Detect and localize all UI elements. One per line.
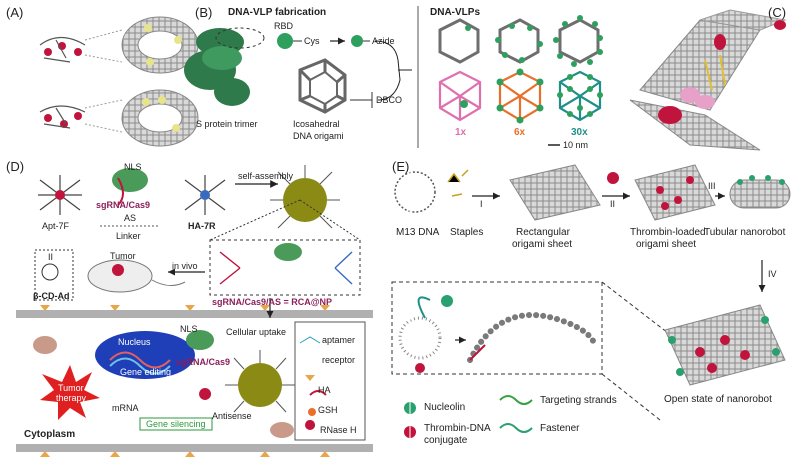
fabrication-title: DNA-VLP fabrication bbox=[228, 7, 327, 18]
ha-label: HA-7R bbox=[188, 221, 216, 231]
nls-label-top: NLS bbox=[124, 162, 142, 172]
nucleus-label: Nucleus bbox=[118, 337, 151, 347]
tubular-label: Tubular nanorobot bbox=[704, 227, 786, 238]
panel-a-label: (A) bbox=[6, 5, 24, 20]
open-state-label: Open state of nanorobot bbox=[664, 394, 772, 405]
staples-label: Staples bbox=[450, 227, 484, 238]
legend-thrombin-dna-2: conjugate bbox=[424, 435, 468, 446]
gene-silencing-label: Gene silencing bbox=[146, 419, 206, 429]
m13-label: M13 DNA bbox=[396, 227, 440, 238]
vlp-1x-label: 1x bbox=[455, 127, 467, 138]
tumor-label: Tumor bbox=[110, 251, 136, 261]
antisense-label: Antisense bbox=[212, 411, 252, 421]
rect-label-1: Rectangular bbox=[516, 227, 570, 238]
cellular-uptake-label: Cellular uptake bbox=[226, 327, 287, 337]
panel-c-label: (C) bbox=[768, 5, 787, 20]
step-i-label: I bbox=[480, 199, 483, 209]
legend-receptor: receptor bbox=[322, 355, 356, 365]
panel-d-label: (D) bbox=[6, 159, 25, 174]
legend-nucleolin: Nucleolin bbox=[424, 402, 466, 413]
vlp-6x-label: 6x bbox=[514, 127, 526, 138]
panel-a-graphic bbox=[39, 16, 199, 147]
linker-label: Linker bbox=[116, 231, 141, 241]
vlp-30x-label: 30x bbox=[571, 127, 588, 138]
step-iv-label: IV bbox=[768, 269, 777, 279]
in-vivo-label: in vivo bbox=[172, 261, 198, 271]
gene-editing-label: Gene editing bbox=[120, 367, 172, 377]
cd-ad-label: β-CD-Ad bbox=[33, 291, 70, 301]
as-label: AS bbox=[124, 213, 137, 223]
panel-e-label: (E) bbox=[392, 159, 410, 174]
sgrna-cas9-cell-label: sgRNA/Cas9 bbox=[176, 357, 231, 367]
legend-gsh: GSH bbox=[318, 405, 338, 415]
legend-aptamer: aptamer bbox=[322, 335, 356, 345]
legend-rnase: RNase H bbox=[320, 425, 357, 435]
panel-e-graphic bbox=[391, 164, 791, 438]
azide-label: Azide bbox=[372, 36, 395, 46]
panel-b-label: (B) bbox=[195, 5, 213, 20]
panel-d-graphic bbox=[16, 165, 373, 457]
legend-thrombin-dna-1: Thrombin-DNA bbox=[424, 423, 491, 434]
panel-c-graphic bbox=[629, 9, 787, 151]
mrna-label: mRNA bbox=[112, 403, 139, 413]
nls-label-cell: NLS bbox=[180, 324, 198, 334]
tumor-therapy-label-1: Tumor bbox=[58, 383, 84, 393]
legend-fastener: Fastener bbox=[540, 423, 580, 434]
legend-ha: HA bbox=[318, 385, 331, 395]
vlps-title: DNA-VLPs bbox=[430, 7, 481, 18]
step-iii-label: III bbox=[708, 181, 716, 191]
apt-label: Apt-7F bbox=[42, 221, 70, 231]
cytoplasm-label: Cytoplasm bbox=[24, 429, 76, 440]
panel-b-graphic bbox=[184, 6, 603, 148]
step-ii-label: II bbox=[610, 199, 616, 209]
thrombin-sheet-label-2: origami sheet bbox=[636, 239, 697, 250]
dbco-label: DBCO bbox=[376, 95, 403, 105]
tumor-therapy-label-2: therapy bbox=[56, 393, 87, 403]
cys-label: Cys bbox=[304, 36, 320, 46]
self-assembly-label: self-assembly bbox=[238, 171, 294, 181]
scale-bar-label: 10 nm bbox=[563, 140, 589, 150]
thrombin-sheet-label-1: Thrombin-loaded bbox=[630, 227, 706, 238]
rbd-label: RBD bbox=[274, 21, 294, 31]
legend-targeting: Targeting strands bbox=[540, 395, 617, 406]
rect-label-2: origami sheet bbox=[512, 239, 573, 250]
sgrna-cas9-label: sgRNA/Cas9 bbox=[96, 200, 151, 210]
origami-label-line1: Icosahedral bbox=[293, 119, 340, 129]
rca-label: sgRNA/Cas9/AS = RCA@NP bbox=[212, 297, 333, 307]
s-protein-label: S protein trimer bbox=[196, 119, 258, 129]
roman-ii-label: II bbox=[48, 252, 54, 262]
origami-label-line2: DNA origami bbox=[293, 131, 344, 141]
